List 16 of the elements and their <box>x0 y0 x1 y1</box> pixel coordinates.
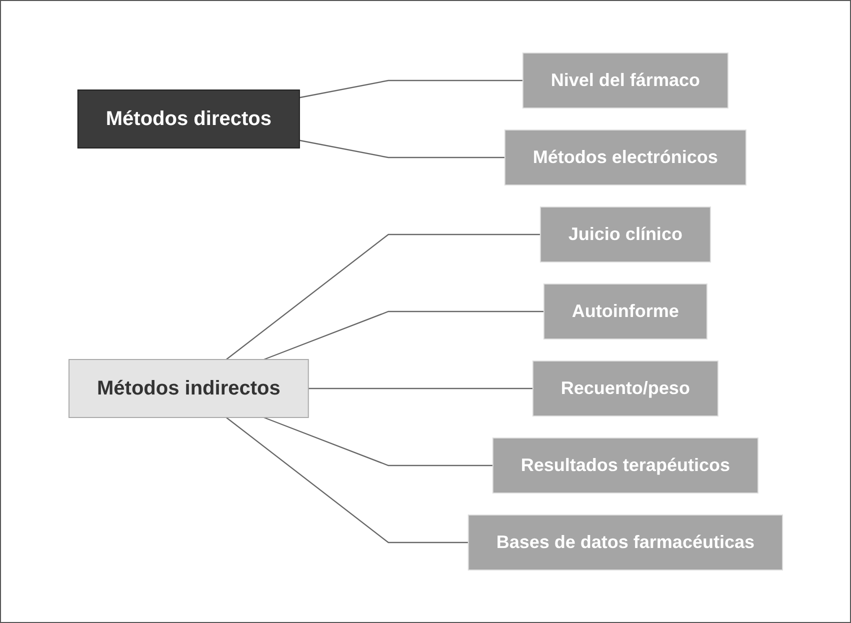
connector <box>299 80 523 98</box>
node-box: Juicio clínico <box>540 206 711 262</box>
node-box: Recuento/peso <box>532 360 718 416</box>
connector <box>299 140 505 158</box>
connector <box>263 416 493 466</box>
node-box: Resultados terapéuticos <box>492 438 758 494</box>
node-box: Autoinforme <box>543 284 708 340</box>
node-box: Métodos electrónicos <box>504 130 746 186</box>
node-box: Métodos directos <box>77 90 300 148</box>
node-box: Métodos indirectos <box>68 359 309 418</box>
node-box: Nivel del fármaco <box>522 52 728 108</box>
connector <box>263 310 544 360</box>
connector <box>226 417 468 544</box>
connector <box>308 388 533 390</box>
connector <box>226 234 540 360</box>
node-box: Bases de datos farmacéuticas <box>468 514 783 570</box>
